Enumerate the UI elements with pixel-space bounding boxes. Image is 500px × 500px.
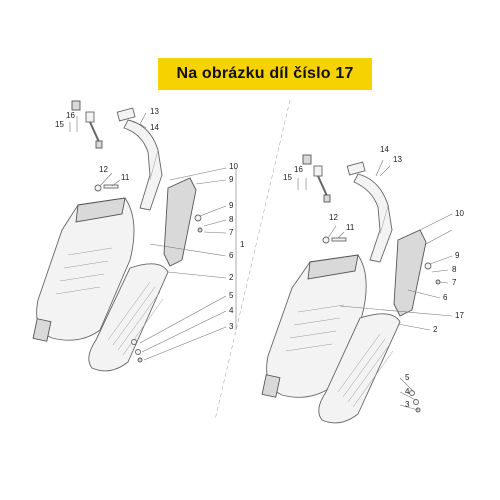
left-label-4: 4 — [229, 306, 234, 315]
right-label-7: 7 — [452, 278, 457, 287]
right-label-15: 15 — [283, 173, 292, 182]
right-label-5: 5 — [405, 373, 410, 382]
left-label-9b: 9 — [229, 201, 234, 210]
left-lambda-sensor — [71, 100, 103, 149]
left-header-pipe — [116, 107, 163, 211]
left-label-3: 3 — [229, 322, 234, 331]
right-label-13: 13 — [393, 155, 402, 164]
left-label-14: 14 — [150, 123, 159, 132]
left-label-7: 7 — [229, 228, 234, 237]
left-label-5: 5 — [229, 291, 234, 300]
left-label-12: 12 — [99, 165, 108, 174]
right-lambda-sensor — [302, 154, 331, 203]
right-exploded-view — [261, 154, 453, 424]
part-number-banner: Na obrázku díl číslo 17 — [158, 58, 372, 90]
right-label-14: 14 — [380, 145, 389, 154]
left-muffler — [32, 197, 135, 342]
right-label-10: 10 — [455, 209, 464, 218]
left-label-15: 15 — [55, 120, 64, 129]
left-label-6: 6 — [229, 251, 234, 260]
right-label-8: 8 — [452, 265, 457, 274]
view-divider — [214, 99, 291, 421]
right-muffler-guard — [318, 313, 401, 424]
left-label-13: 13 — [150, 107, 159, 116]
left-label-8: 8 — [229, 215, 234, 224]
left-label-10: 10 — [229, 162, 238, 171]
right-label-16: 16 — [294, 165, 303, 174]
right-label-9: 9 — [455, 251, 460, 260]
right-label-11: 11 — [346, 223, 355, 232]
right-label-12: 12 — [329, 213, 338, 222]
left-exploded-view — [32, 100, 237, 372]
left-label-2: 2 — [229, 273, 234, 282]
left-muffler-guard — [88, 263, 169, 372]
left-pipe-heat-shield — [163, 177, 197, 267]
right-label-6: 6 — [443, 293, 448, 302]
right-label-2: 2 — [433, 325, 438, 334]
left-label-9: 9 — [229, 175, 234, 184]
left-label-16: 16 — [66, 111, 75, 120]
right-header-pipe — [346, 161, 393, 263]
left-label-1: 1 — [240, 240, 245, 249]
left-label-11: 11 — [121, 173, 130, 182]
right-label-3: 3 — [405, 400, 410, 409]
right-label-4: 4 — [405, 387, 410, 396]
right-pipe-heat-shield — [393, 229, 427, 317]
right-label-17: 17 — [455, 311, 464, 320]
